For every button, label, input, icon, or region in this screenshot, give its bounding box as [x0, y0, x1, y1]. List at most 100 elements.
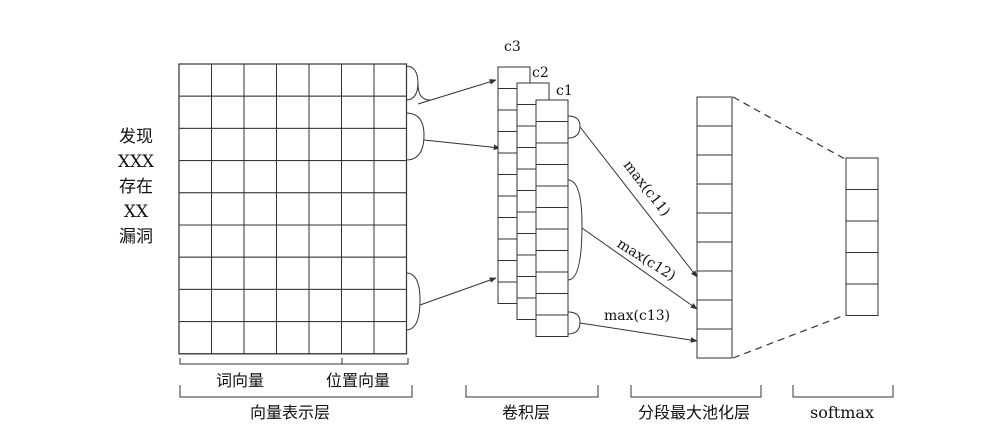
matrix-cell [243, 224, 277, 258]
matrix-cell [373, 224, 407, 258]
segment-brace [567, 179, 583, 281]
softmax-cell [845, 220, 879, 253]
embedding-layer-bracket [179, 385, 413, 398]
conv-cell [535, 142, 569, 165]
matrix-cell [373, 63, 407, 97]
matrix-cell [276, 321, 310, 355]
matrix-cell [308, 288, 342, 323]
matrix-cell [211, 63, 245, 97]
softmax-cell [845, 157, 879, 190]
dashed-connector [732, 314, 846, 359]
pool-cell [696, 241, 733, 272]
channel-label: c2 [532, 65, 549, 81]
input-sentence: 发现 XXX 存在 XX 漏洞 [118, 127, 155, 247]
softmax-bracket [792, 385, 894, 398]
pool-layer-label: 分段最大池化层 [638, 403, 750, 422]
matrix-cell [276, 95, 310, 129]
softmax-cell [845, 252, 879, 285]
matrix-cell [276, 288, 310, 323]
matrix-outline [178, 63, 408, 355]
position-vector-bracket [341, 358, 409, 365]
pool-cell [696, 270, 733, 301]
conv-cell [535, 99, 569, 122]
window-brace [405, 112, 425, 161]
matrix-cell [211, 160, 245, 194]
pool-label: max(c13) [604, 308, 670, 324]
matrix-cell [178, 63, 212, 97]
conv-cell [535, 293, 569, 316]
conv-to-pool-arrows [579, 126, 698, 343]
softmax-cell [845, 283, 879, 316]
matrix-cell [276, 256, 310, 290]
pool-cell [696, 154, 733, 185]
matrix-cell [276, 160, 310, 194]
conv-cell [535, 228, 569, 251]
matrix-cell [178, 288, 212, 323]
conv-cell [535, 314, 569, 337]
matrix-cell [373, 127, 407, 162]
matrix-cell [308, 321, 342, 355]
pool-layer-bracket [630, 385, 762, 398]
pool-cell [696, 125, 733, 156]
matrix-cell [243, 160, 277, 194]
conv-cell [535, 207, 569, 230]
arrow [419, 277, 497, 306]
matrix-cell [341, 224, 375, 258]
conv-cell [535, 164, 569, 187]
matrix-cell [178, 256, 212, 290]
matrix-cell [243, 63, 277, 97]
matrix-cell [243, 127, 277, 162]
sentence-line: XXX [118, 152, 155, 172]
arrow [417, 79, 497, 105]
pool-label: max(c12) [614, 236, 679, 285]
matrix-cell [308, 95, 342, 129]
conv-feature-maps [497, 66, 569, 337]
window-brace [405, 81, 419, 101]
matrix-cell [178, 321, 212, 355]
conv-cell [535, 185, 569, 208]
dashed-connector [732, 96, 846, 160]
sentence-line: 漏洞 [119, 227, 153, 247]
pool-cell [696, 299, 733, 330]
matrix-cell [211, 224, 245, 258]
matrix-cell [341, 192, 375, 226]
embedding-layer-label: 向量表示层 [250, 403, 330, 422]
pooling-vector [696, 96, 733, 359]
channel-label: c1 [556, 83, 573, 99]
word-vector-label: 词向量 [216, 371, 264, 390]
matrix-cell [308, 192, 342, 226]
matrix-cell [373, 256, 407, 290]
matrix-cell [373, 95, 407, 129]
matrix-cell [276, 63, 310, 97]
matrix-cell [373, 321, 407, 355]
matrix-cell [211, 95, 245, 129]
matrix-cell [373, 160, 407, 194]
sentence-line: XX [124, 202, 149, 222]
matrix-cell [243, 256, 277, 290]
matrix-to-conv-arrows [417, 79, 501, 306]
conv-layer-label: 卷积层 [502, 403, 550, 422]
arrow [423, 139, 501, 151]
embedding-matrix [178, 63, 408, 355]
conv-cell [535, 250, 569, 273]
conv-cell [535, 121, 569, 144]
conv-layer-bracket [465, 385, 599, 398]
matrix-cell [308, 256, 342, 290]
matrix-cell [178, 127, 212, 162]
matrix-cell [276, 192, 310, 226]
matrix-cell [308, 127, 342, 162]
matrix-cell [341, 256, 375, 290]
matrix-cell [211, 127, 245, 162]
matrix-cell [243, 95, 277, 129]
matrix-cell [178, 224, 212, 258]
window-brace [405, 272, 421, 331]
channel-label: c3 [504, 39, 521, 55]
matrix-cell [178, 192, 212, 226]
matrix-cell [341, 95, 375, 129]
matrix-cell [243, 288, 277, 323]
matrix-cell [178, 95, 212, 129]
matrix-cell [243, 321, 277, 355]
segment-brace [567, 311, 581, 335]
arrow [581, 227, 698, 310]
